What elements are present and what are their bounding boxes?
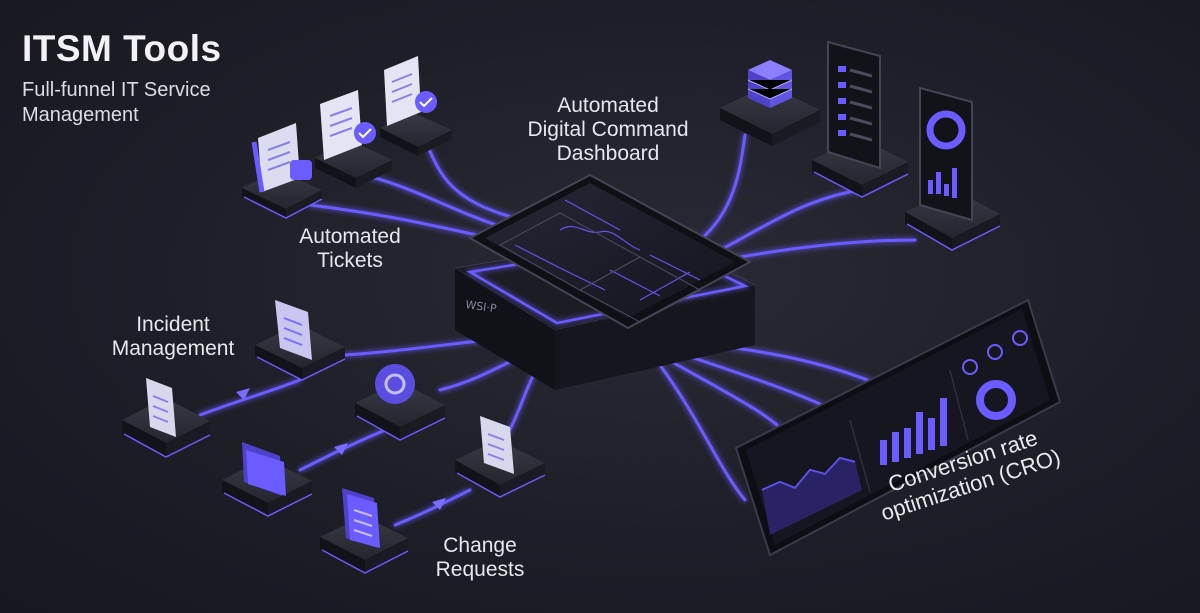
platform-gear [355,364,446,441]
cable-dash-2 [718,188,862,252]
platform-doc-left [122,378,211,458]
chart-icon [919,86,973,222]
hub-label: WSI·P [465,298,498,315]
cable-flow-1 [198,378,302,417]
gear-icon [375,364,415,404]
arrow-2 [334,443,348,455]
dashboard-line-2: Digital Command [527,118,689,141]
platform-phone-2 [905,86,1001,251]
database-icon [747,60,793,108]
cable-tickets-3 [423,138,517,220]
document-icon [384,56,437,126]
document-icon [251,123,312,193]
platform-database [720,60,820,146]
tickets-line-1: Automated [299,225,401,248]
phone-icon [827,40,881,170]
document-icon [320,90,376,160]
flow-arrows [236,388,446,510]
cable-dash-3 [733,238,917,260]
arrow-3 [432,498,446,510]
checkmark-icon [354,122,376,144]
cro-dashboard [734,298,1062,557]
document-icon [480,416,514,474]
cable-flow-3 [393,488,472,527]
incident-line-2: Management [111,337,235,360]
checkmark-icon [415,91,437,113]
label-incident-management: Incident Management [98,313,248,361]
cable-cro-4 [658,363,747,502]
folder-icon [242,442,286,496]
dashboard-line-3: Dashboard [556,142,660,165]
dashboard-tablet [467,173,753,330]
page-subtitle: Full-funnel IT Service Management [22,78,211,128]
platform-folder [222,442,313,517]
label-automated-tickets: Automated Tickets [290,225,410,273]
document-icon [275,300,312,360]
change-line-2: Requests [435,558,525,581]
label-change-requests: Change Requests [420,534,540,582]
change-line-1: Change [443,534,517,557]
document-icon [342,488,380,548]
label-dashboard: Automated Digital Command Dashboard [508,94,708,166]
tickets-line-2: Tickets [317,249,383,272]
document-icon [146,378,176,437]
subtitle-line-1: Full-funnel IT Service [22,79,211,101]
platform-stack [320,488,409,574]
cable-tickets-2 [363,173,507,230]
arrow-1 [236,388,250,400]
cables [198,133,917,527]
incident-line-1: Incident [136,313,210,336]
dashboard-line-1: Automated [557,94,659,117]
ticket-documents [251,56,437,193]
dashboard-devices [720,40,1001,251]
platform-incident-doc [255,300,346,381]
page-title: ITSM Tools [22,28,222,69]
platform-phone-1 [812,40,909,198]
cable-dash-1 [698,133,747,242]
workflow-platforms [122,300,546,574]
ticket-platforms [242,112,452,219]
platform-change-doc [455,416,546,498]
subtitle-line-2: Management [22,104,139,126]
